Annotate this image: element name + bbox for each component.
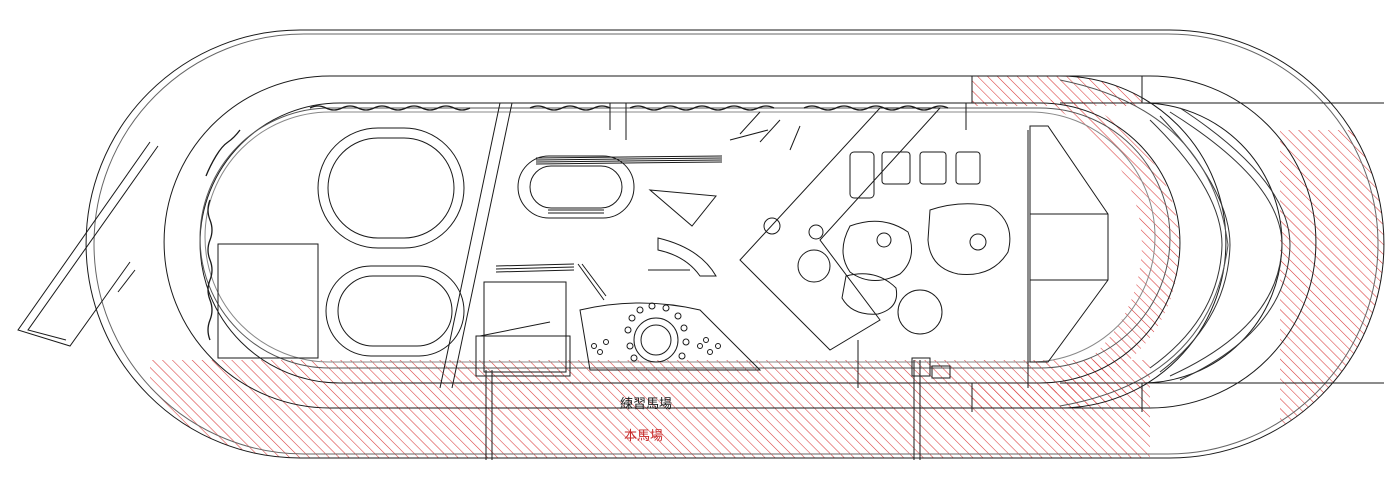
pond-1 — [927, 203, 1011, 276]
stadium-oval-1 — [317, 127, 465, 249]
stand-area — [579, 302, 762, 371]
practice-track-inner — [199, 102, 1181, 384]
hatch-right-arc — [1040, 100, 1180, 393]
infield-boundary — [199, 107, 1171, 369]
hatch-main-bottom — [150, 360, 1150, 458]
pond-2 — [842, 220, 913, 281]
main-track-outer-2 — [93, 33, 1379, 455]
square-2 — [919, 151, 947, 185]
square-3 — [955, 151, 981, 185]
hatch-main-right — [1280, 130, 1384, 430]
right-inner-curve-5 — [1169, 111, 1283, 377]
main-track-outer — [85, 29, 1385, 459]
infield — [199, 102, 1171, 460]
road-diagonal — [439, 102, 501, 389]
right-inner-curve-6 — [1059, 79, 1229, 407]
label-main-track: 本馬場 — [624, 429, 664, 444]
infield-boundary-2 — [204, 111, 1156, 363]
right-inner-curve-3 — [1149, 119, 1223, 369]
stadium-oval-2 — [325, 265, 465, 357]
bleachers — [495, 155, 723, 301]
pond-3 — [841, 273, 898, 315]
main-track-inner — [163, 75, 1317, 409]
practice-track-outer — [330, 75, 1227, 409]
track-outlines — [85, 29, 1385, 459]
stand-right — [1029, 125, 1109, 363]
square-1 — [881, 151, 911, 185]
dot-ring — [591, 302, 721, 362]
oval-track-center — [517, 155, 635, 219]
label-practice-track: 練習馬場 — [620, 397, 673, 412]
lot-left — [217, 243, 319, 359]
hedges — [205, 105, 949, 341]
building-diagonal — [739, 107, 942, 351]
right-inner-curve-4 — [1179, 107, 1291, 381]
hatched-zones — [150, 76, 1384, 458]
building-central — [483, 281, 567, 373]
chute-spur — [17, 141, 159, 347]
fountain — [633, 317, 679, 363]
